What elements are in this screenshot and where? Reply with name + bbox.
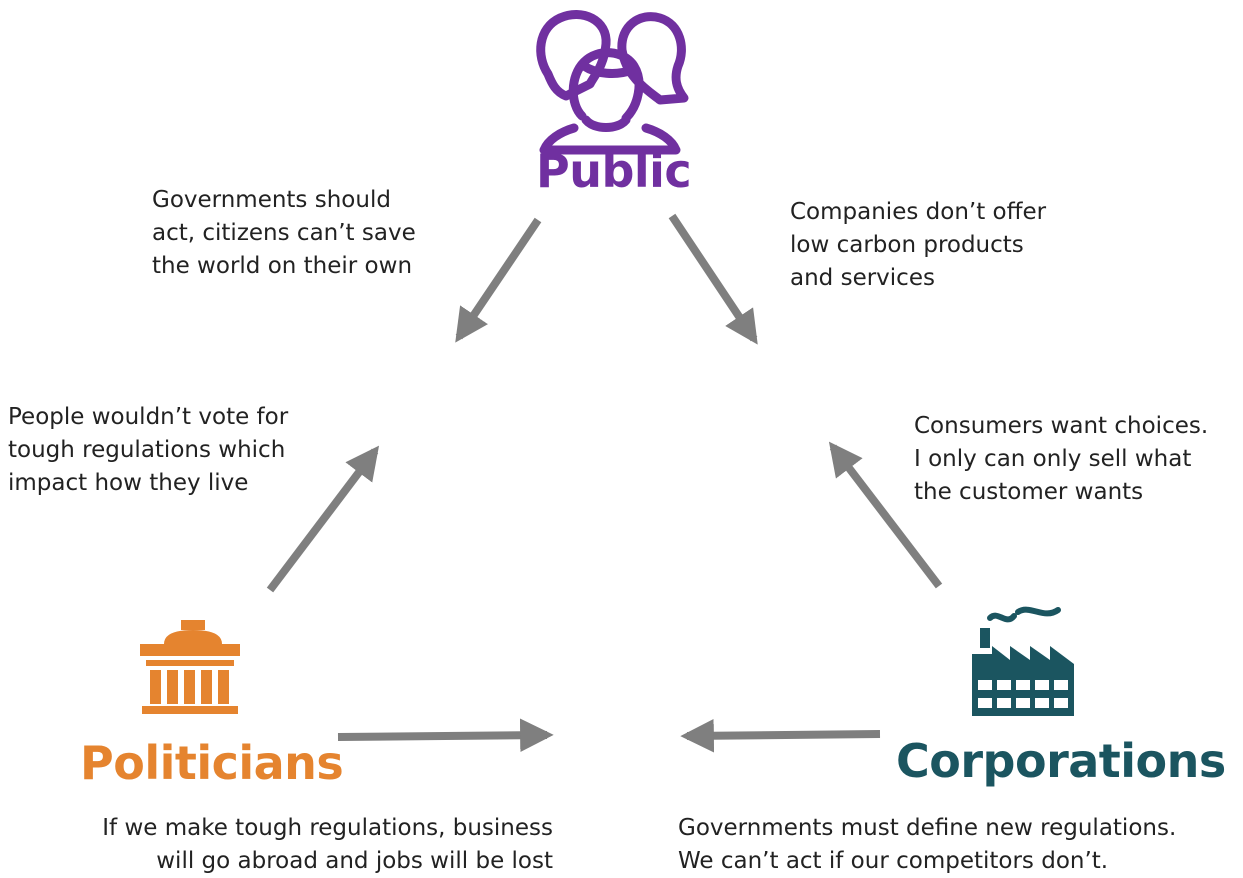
quote-line: If we make tough regulations, business	[102, 815, 553, 841]
people-group-icon	[536, 9, 689, 155]
quote-line: the world on their own	[152, 253, 413, 279]
quote-line: We can’t act if our competitors don’t.	[678, 848, 1109, 874]
quote-line: the customer wants	[914, 479, 1144, 505]
quote-public-to-politicians: Governments should act, citizens can’t s…	[152, 184, 416, 283]
quote-corporations-to-public: Consumers want choices. I only can only …	[914, 410, 1208, 509]
quote-line: Consumers want choices.	[914, 413, 1209, 439]
quote-line: Companies don’t offer	[790, 199, 1047, 225]
quote-line: act, citizens can’t save	[152, 220, 416, 246]
quote-line: People wouldn’t vote for	[8, 404, 289, 430]
public-label: Public	[536, 144, 692, 198]
arrow-public-to-corporations	[668, 213, 758, 345]
quote-politicians-to-public: People wouldn’t vote for tough regulatio…	[8, 401, 288, 500]
quote-line: low carbon products	[790, 232, 1024, 258]
arrow-corporations-to-politicians	[680, 718, 881, 753]
arrow-politicians-to-corporations	[337, 718, 554, 753]
quote-line: Governments should	[152, 187, 391, 213]
corporations-label: Corporations	[896, 734, 1226, 788]
government-building-icon	[140, 620, 240, 714]
quote-line: tough regulations which	[8, 437, 286, 463]
arrow-corporations-to-public	[828, 441, 943, 589]
quote-politicians-to-corporations: If we make tough regulations, business w…	[102, 812, 553, 878]
quote-line: impact how they live	[8, 470, 249, 496]
arrow-politicians-to-public	[266, 445, 380, 593]
politicians-label: Politicians	[80, 736, 344, 790]
quote-line: and services	[790, 265, 935, 291]
quote-line: Governments must define new regulations.	[678, 815, 1177, 841]
arrow-public-to-politicians	[455, 217, 542, 343]
quote-line: I only can only sell what	[914, 446, 1192, 472]
quote-corporations-to-politicians: Governments must define new regulations.…	[678, 812, 1176, 878]
quote-public-to-corporations: Companies don’t offer low carbon product…	[790, 196, 1046, 295]
quote-line: will go abroad and jobs will be lost	[156, 848, 553, 874]
factory-icon	[972, 606, 1074, 716]
